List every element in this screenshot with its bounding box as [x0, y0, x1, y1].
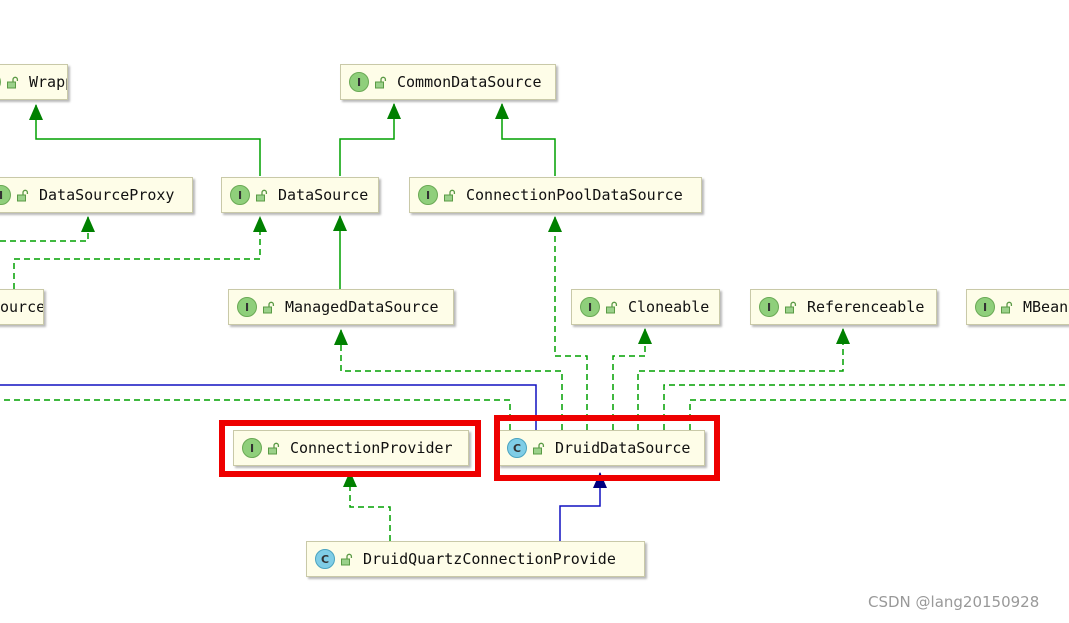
node-label: Referenceable [807, 298, 925, 316]
node-wrapper[interactable]: I Wrapper [0, 64, 68, 100]
node-druid-datasource[interactable]: C DruidDataSource [498, 430, 705, 466]
highlight-connection-provider [219, 420, 481, 477]
edge-druid-to-cloneable [612, 328, 652, 430]
interface-badge-icon: I [418, 185, 438, 205]
public-lock-icon [267, 442, 280, 455]
edge-datasource-to-wrapper [29, 104, 261, 176]
highlight-druid-datasource [494, 415, 720, 481]
edge-druid-to-managed [334, 329, 563, 430]
interface-badge-icon: I [759, 297, 779, 317]
interface-badge-icon: I [0, 185, 11, 205]
node-datasource[interactable]: I DataSource [221, 177, 379, 213]
node-label: ConnectionProvider [290, 439, 453, 457]
node-label: ConnectionPoolDataSource [466, 186, 683, 204]
node-label: DruidDataSource [555, 439, 691, 457]
edge-left-to-datasourceproxy [0, 216, 95, 242]
public-lock-icon [6, 76, 19, 89]
edge-datasource-to-common [339, 103, 401, 176]
public-lock-icon [340, 553, 353, 566]
edge-druid-to-cpds [548, 216, 588, 430]
node-label: CommonDataSource [397, 73, 542, 91]
node-source-partial[interactable]: ource [0, 289, 44, 325]
public-lock-icon [605, 301, 618, 314]
public-lock-icon [16, 189, 29, 202]
node-managed-datasource[interactable]: I ManagedDataSource [228, 289, 454, 325]
interface-badge-icon: I [0, 72, 1, 92]
public-lock-icon [374, 76, 387, 89]
edge-cpds-to-common [495, 103, 556, 176]
public-lock-icon [262, 301, 275, 314]
edge-quartz-to-connectionprovider [343, 471, 391, 541]
node-common-datasource[interactable]: I CommonDataSource [340, 64, 556, 100]
class-badge-icon: C [507, 438, 527, 458]
interface-badge-icon: I [580, 297, 600, 317]
edge-druid-to-right-1 [663, 384, 1069, 430]
node-label: DataSource [278, 186, 369, 204]
node-label: DataSourceProxy [39, 186, 175, 204]
node-connection-pool-datasource[interactable]: I ConnectionPoolDataSource [409, 177, 702, 213]
node-label: ManagedDataSource [285, 298, 439, 316]
public-lock-icon [784, 301, 797, 314]
public-lock-icon [443, 189, 456, 202]
class-badge-icon: C [315, 549, 335, 569]
public-lock-icon [532, 442, 545, 455]
node-datasource-proxy[interactable]: I DataSourceProxy [0, 177, 193, 213]
node-label: MBean [1023, 298, 1069, 316]
edge-source-to-datasource [13, 216, 267, 289]
interface-badge-icon: I [975, 297, 995, 317]
edge-quartz-to-druid [559, 472, 607, 541]
node-label: Cloneable [628, 298, 710, 316]
interface-badge-icon: I [349, 72, 369, 92]
edge-druid-to-right-2 [689, 399, 1069, 430]
node-label: DruidQuartzConnectionProvide [363, 550, 616, 568]
node-druid-quartz-connection-provider[interactable]: C DruidQuartzConnectionProvide [306, 541, 645, 577]
node-mbean[interactable]: I MBean [966, 289, 1069, 325]
node-referenceable[interactable]: I Referenceable [750, 289, 937, 325]
node-label: ource [0, 298, 44, 316]
public-lock-icon [1000, 301, 1013, 314]
public-lock-icon [255, 189, 268, 202]
node-cloneable[interactable]: I Cloneable [571, 289, 720, 325]
node-label: Wrapper [29, 73, 67, 91]
interface-badge-icon: I [230, 185, 250, 205]
node-connection-provider[interactable]: I ConnectionProvider [233, 430, 469, 466]
watermark: CSDN @lang20150928 [868, 593, 1040, 611]
interface-badge-icon: I [237, 297, 257, 317]
edge-druid-to-referenceable [637, 328, 850, 430]
interface-badge-icon: I [242, 438, 262, 458]
